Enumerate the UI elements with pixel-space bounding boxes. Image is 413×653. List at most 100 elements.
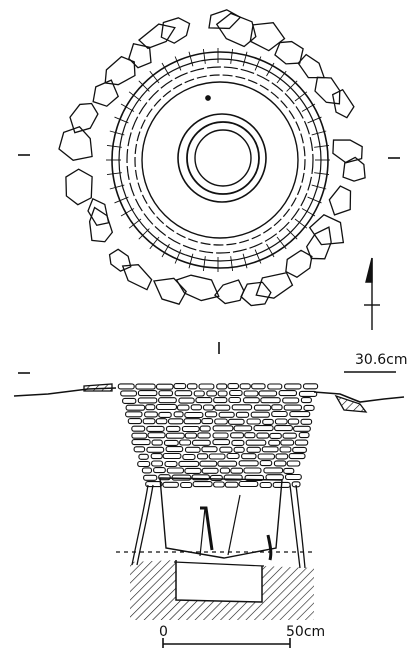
masonry-stone xyxy=(120,390,138,397)
masonry-stone xyxy=(242,397,260,404)
plan-view xyxy=(18,9,400,354)
masonry-stone xyxy=(230,432,245,439)
masonry-stone xyxy=(186,383,198,390)
masonry-stone xyxy=(223,474,243,481)
masonry-stone xyxy=(208,453,226,460)
outer-stone xyxy=(342,156,366,182)
masonry-stone xyxy=(199,425,211,432)
masonry-stone xyxy=(282,397,300,404)
stone-joint xyxy=(202,48,206,64)
masonry-stone xyxy=(195,397,213,404)
masonry-stone xyxy=(166,467,185,474)
masonry-stone xyxy=(199,460,218,467)
masonry-stone xyxy=(273,460,287,467)
outer-stone xyxy=(285,249,313,279)
masonry-stone xyxy=(219,467,231,474)
masonry-stone xyxy=(165,446,184,453)
masonry-stone xyxy=(228,396,242,404)
outer-stone xyxy=(249,22,286,52)
masonry-stone xyxy=(184,432,198,439)
outer-stone xyxy=(128,42,152,69)
masonry-stone xyxy=(125,404,146,411)
masonry-stone xyxy=(167,418,184,425)
masonry-stone xyxy=(213,481,225,488)
outer-stone xyxy=(92,79,120,107)
masonry-stone xyxy=(173,411,184,418)
elevation-label: 30.6cm xyxy=(355,352,408,368)
well-opening xyxy=(177,95,267,203)
masonry-stone xyxy=(201,467,219,474)
shaft-wall-right xyxy=(289,484,306,569)
masonry-stone xyxy=(155,403,178,411)
masonry-stone xyxy=(233,425,253,432)
masonry-stone xyxy=(251,383,266,390)
masonry-stone xyxy=(227,418,245,425)
masonry-stone xyxy=(274,425,293,432)
masonry-stone xyxy=(259,481,272,489)
outer-stone xyxy=(305,226,332,260)
masonry-stone xyxy=(135,383,156,390)
masonry-stone xyxy=(258,390,278,397)
masonry-stone xyxy=(184,467,202,474)
masonry-stone xyxy=(253,404,272,411)
masonry-stone xyxy=(145,404,156,411)
outer-stone xyxy=(175,274,220,302)
masonry-stone xyxy=(275,453,289,460)
masonry-stone xyxy=(212,425,234,432)
masonry-stone xyxy=(131,425,146,432)
masonry-stone xyxy=(241,453,257,460)
masonry-stone xyxy=(158,474,171,481)
elevation-marker: 30.6cm xyxy=(344,352,408,373)
masonry-stone xyxy=(265,474,284,481)
masonry-stone xyxy=(133,446,146,453)
masonry-stone xyxy=(174,390,193,397)
masonry-stone xyxy=(230,467,244,474)
masonry-stone xyxy=(280,439,295,446)
masonry-stone xyxy=(191,474,210,481)
outer-stone xyxy=(328,185,352,216)
masonry-stone xyxy=(279,446,292,453)
masonry-stone xyxy=(202,404,215,411)
outer-stone xyxy=(208,9,242,30)
masonry-stone xyxy=(125,411,143,418)
masonry-stone xyxy=(138,453,149,460)
masonry-stone xyxy=(288,453,306,460)
scale-start-label: 0 xyxy=(159,624,168,640)
masonry-stone xyxy=(231,404,253,411)
masonry-stone xyxy=(217,390,228,397)
masonry-stone xyxy=(293,425,311,432)
masonry-stone xyxy=(190,404,203,411)
masonry-stone xyxy=(141,467,153,474)
masonry-stone xyxy=(243,390,259,397)
stone-joint xyxy=(242,253,248,269)
masonry-stone xyxy=(257,453,276,460)
masonry-stone xyxy=(146,425,165,432)
masonry-stone xyxy=(147,432,166,439)
masonry-stone xyxy=(283,404,303,411)
masonry-stone xyxy=(217,460,238,467)
outer-stone xyxy=(69,102,99,134)
masonry-stone xyxy=(117,383,135,390)
masonry-stone xyxy=(198,383,215,390)
masonry-stone xyxy=(127,418,143,425)
masonry-stone xyxy=(158,390,174,397)
masonry-stone xyxy=(209,474,223,481)
masonry-stone xyxy=(212,439,231,446)
outer-stone xyxy=(331,88,355,119)
masonry-stone xyxy=(180,481,193,489)
masonry-stone xyxy=(183,418,202,425)
masonry-stone xyxy=(178,460,200,467)
stone-joint xyxy=(174,249,182,264)
masonry-stone xyxy=(298,432,310,439)
masonry-stone xyxy=(155,418,168,425)
masonry-stone xyxy=(131,439,151,446)
outer-stone xyxy=(213,279,245,305)
north-arrow-icon xyxy=(364,257,380,330)
masonry-stone xyxy=(181,425,200,433)
stone-joint xyxy=(174,56,182,71)
masonry-stone xyxy=(218,411,235,418)
masonry-stone xyxy=(289,411,311,418)
masonry-stone xyxy=(259,460,273,467)
outer-stone-ring xyxy=(58,9,366,307)
